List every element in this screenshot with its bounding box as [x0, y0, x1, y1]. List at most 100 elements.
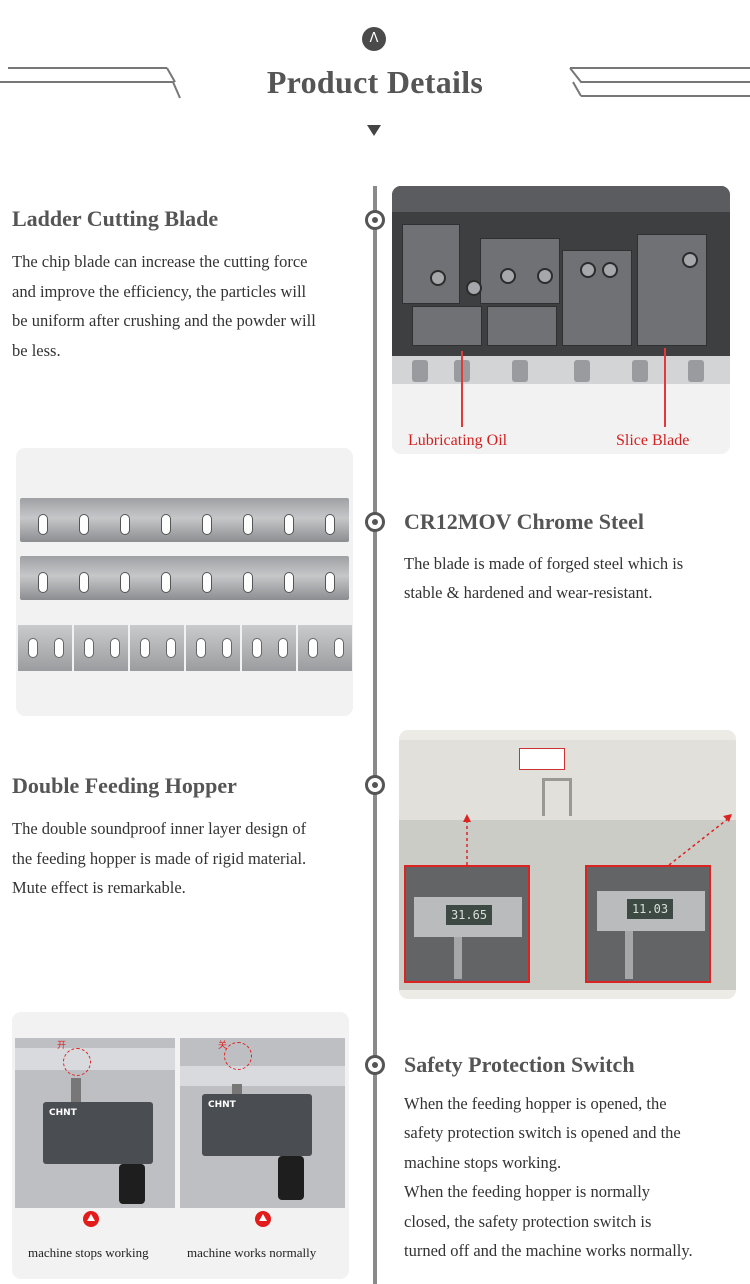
- rail-pin: [512, 360, 528, 382]
- text-line: The double soundproof inner layer design…: [12, 819, 307, 838]
- timeline-node-3: [365, 775, 385, 795]
- blade-slot: [334, 638, 344, 658]
- blade-rail: [392, 356, 730, 384]
- callout-arrows: [463, 814, 732, 866]
- open-mark: 开: [57, 1040, 67, 1050]
- blade-slot: [161, 514, 171, 535]
- rail-pin: [688, 360, 704, 382]
- section-heading-chrome-steel: CR12MOV Chrome Steel: [404, 509, 644, 534]
- text-line: safety protection switch is opened and t…: [404, 1123, 681, 1143]
- bolt: [537, 268, 553, 284]
- triangle-down-icon: [367, 125, 381, 136]
- text-line: the feeding hopper is made of rigid mate…: [12, 848, 307, 868]
- blade-block: [637, 234, 707, 346]
- text-line: turned off and the machine works normall…: [404, 1241, 693, 1261]
- feeding-hopper-image: 31.65 11.03: [399, 730, 736, 999]
- blade-slot: [166, 638, 176, 658]
- blade-block: [402, 224, 460, 304]
- safety-switch-image: 开 CHNT 关 CHNT machine stops working mach…: [12, 1012, 349, 1279]
- section-heading-safety-switch: Safety Protection Switch: [404, 1052, 635, 1077]
- blade-closeup-photo: [392, 186, 730, 384]
- lid-handle: [542, 778, 572, 816]
- timeline-node-1: [365, 210, 385, 230]
- switch-body: [202, 1094, 312, 1156]
- section-text-ladder-blade: The chip blade can increase the cutting …: [12, 247, 367, 365]
- bolt: [500, 268, 516, 284]
- blade-slot: [38, 572, 48, 593]
- switch-brand: CHNT: [49, 1108, 77, 1118]
- caliper-jaw: [625, 931, 633, 979]
- section-heading-feeding-hopper: Double Feeding Hopper: [12, 773, 237, 798]
- section-text-chrome-steel: The blade is made of forged steel which …: [404, 550, 744, 607]
- callout-line-blade: [664, 348, 666, 427]
- caret-up-icon: Λ: [362, 27, 386, 51]
- text-line: When the feeding hopper is normally: [404, 1182, 651, 1202]
- bolt: [682, 252, 698, 268]
- warning-icon: [83, 1211, 99, 1227]
- switch-brand: CHNT: [208, 1100, 236, 1110]
- switch-plunger: [71, 1078, 81, 1102]
- text-line: The blade is made of forged steel which …: [404, 554, 684, 573]
- caption-works-normally: machine works normally: [187, 1245, 317, 1260]
- switch-plunger-circle: [63, 1048, 91, 1076]
- blade-slot: [243, 514, 253, 535]
- page-title: Product Details: [266, 64, 484, 100]
- bolt: [580, 262, 596, 278]
- section-text-safety-switch: When the feeding hopper is opened, the s…: [404, 1089, 748, 1265]
- blade-slot: [202, 514, 212, 535]
- blade-slot: [284, 572, 294, 593]
- text-line: stable & hardened and wear-resistant.: [404, 582, 653, 602]
- timeline-node-2: [365, 512, 385, 532]
- rail-pin: [412, 360, 428, 382]
- blade-slot: [140, 638, 150, 658]
- lid-edge: [180, 1066, 345, 1086]
- blade-slot: [38, 514, 48, 535]
- caliper-display: 11.03: [627, 899, 673, 919]
- caliper-photo-right: 11.03: [585, 865, 711, 983]
- blade-slot: [243, 572, 253, 593]
- caliper-display: 31.65: [446, 905, 492, 925]
- blade-block: [562, 250, 632, 346]
- blade-slot: [202, 572, 212, 593]
- label-lubricating-oil: Lubricating Oil: [408, 432, 508, 449]
- blade-slot: [54, 638, 64, 658]
- blade-slot: [308, 638, 318, 658]
- bolt: [602, 262, 618, 278]
- long-blade-bar: [20, 498, 349, 542]
- long-blade-bar: [20, 556, 349, 600]
- blade-slot: [325, 572, 335, 593]
- switch-photo-open: 开 CHNT: [15, 1038, 175, 1208]
- blade-slot: [79, 514, 89, 535]
- section-heading-ladder-blade: Ladder Cutting Blade: [12, 206, 219, 231]
- text-line: The chip blade can increase the cutting …: [12, 252, 308, 271]
- caption-stops-working: machine stops working: [28, 1245, 149, 1260]
- blade-block: [487, 306, 557, 346]
- blade-slot: [284, 514, 294, 535]
- warning-label: [519, 748, 565, 770]
- switch-photo-closed: 关 CHNT: [180, 1038, 345, 1208]
- blade-slot: [84, 638, 94, 658]
- caliper-jaw: [454, 937, 462, 979]
- rail-pin: [632, 360, 648, 382]
- text-line: and improve the efficiency, the particle…: [12, 281, 307, 301]
- switch-body: [43, 1102, 153, 1164]
- switch-plunger-circle: [224, 1042, 252, 1070]
- text-line: Mute effect is remarkable.: [12, 878, 186, 897]
- bolt: [466, 280, 482, 296]
- text-line: When the feeding hopper is opened, the: [404, 1094, 667, 1113]
- timeline-node-4: [365, 1055, 385, 1075]
- blade-slot: [196, 638, 206, 658]
- timeline-line: [373, 186, 377, 1284]
- blade-slot: [325, 514, 335, 535]
- text-line: be less.: [12, 340, 61, 360]
- blade-slot: [252, 638, 262, 658]
- section-text-feeding-hopper: The double soundproof inner layer design…: [12, 814, 367, 903]
- bolt: [430, 270, 446, 286]
- switch-cable: [119, 1164, 145, 1204]
- text-line: closed, the safety protection switch is: [404, 1211, 652, 1231]
- caliper-photo-left: 31.65: [404, 865, 530, 983]
- text-line: machine stops working.: [404, 1152, 562, 1172]
- blade-slot: [28, 638, 38, 658]
- blade-slot: [120, 514, 130, 535]
- switch-plunger: [232, 1084, 242, 1096]
